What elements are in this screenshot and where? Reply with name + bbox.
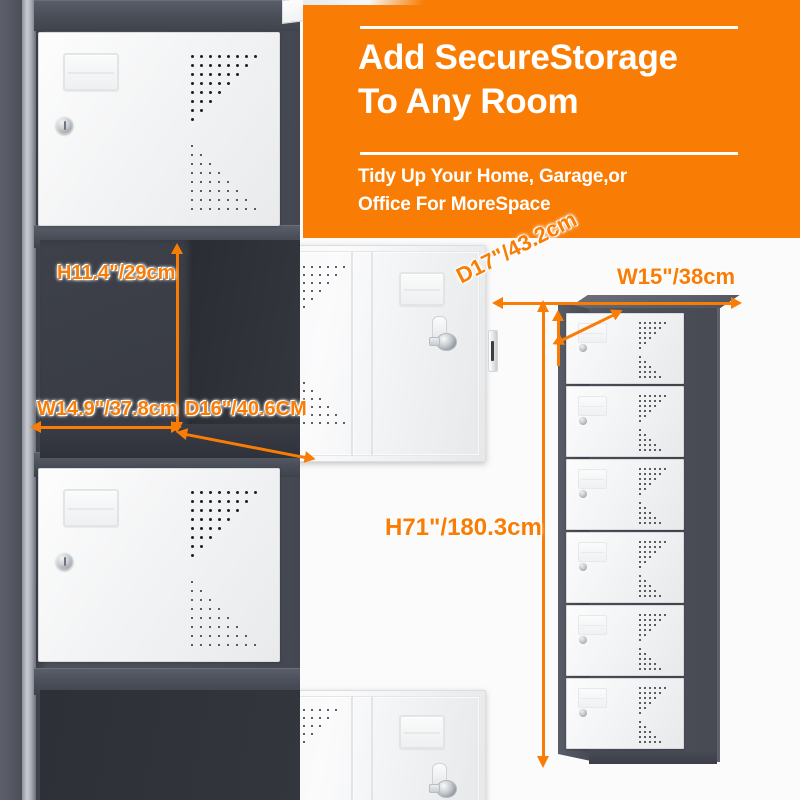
locker-front-edge-highlight (22, 0, 36, 800)
locker-left-post (0, 0, 22, 800)
lower-compartment-cavity (40, 690, 300, 800)
cam-lock-pin (429, 337, 440, 346)
door-crease (351, 252, 353, 455)
arrow-unit-width (492, 296, 742, 310)
door-crease (351, 697, 353, 800)
cam-lock-pin (429, 784, 440, 793)
tall-locker-base (589, 750, 717, 764)
tall-locker-compartment-door[interactable] (566, 678, 684, 749)
tall-locker-compartment-door[interactable] (566, 459, 684, 530)
label-holder (578, 542, 607, 562)
compartment-back-panel (40, 240, 192, 458)
tall-locker-compartment-door[interactable] (566, 532, 684, 603)
key-lock-icon[interactable] (56, 553, 73, 570)
label-holder (399, 715, 445, 749)
arrow-unit-height (536, 300, 550, 768)
page-subtitle: Tidy Up Your Home, Garage,or Office For … (358, 163, 778, 219)
key-lock-icon[interactable] (579, 417, 587, 425)
subhead-line-1: Tidy Up Your Home, Garage,or (358, 166, 627, 187)
label-compartment-width: W14.9"/37.8cm (37, 398, 178, 420)
compartment-floor (40, 424, 300, 458)
page-title: Add SecureStorage To Any Room (358, 36, 778, 124)
label-holder (578, 688, 607, 708)
door-crease (371, 697, 373, 800)
banner-rule-middle (360, 152, 738, 155)
cam-lock-icon[interactable] (427, 763, 457, 798)
label-holder (399, 272, 445, 306)
cam-lock-icon[interactable] (427, 316, 457, 351)
label-holder (63, 489, 119, 527)
key-lock-icon[interactable] (579, 563, 587, 571)
label-compartment-depth: D16"/40.6CM (185, 398, 307, 420)
arrow-unit-depth-tick (552, 310, 564, 366)
headline-line-2: To Any Room (358, 82, 579, 121)
label-unit-width: W15"/38cm (617, 264, 736, 289)
banner-rule-top (360, 26, 738, 29)
headline-banner: Add SecureStorage To Any Room Tidy Up Yo… (303, 0, 800, 238)
compartment-side-panel (192, 240, 300, 458)
label-compartment-height: H11.4"/29cm (57, 262, 176, 284)
label-holder (578, 469, 607, 489)
headline-line-1: Add SecureStorage (358, 38, 678, 77)
label-holder (578, 396, 607, 416)
label-holder (63, 53, 119, 91)
locker-door-closed[interactable] (38, 468, 280, 662)
left-locker-cutaway (0, 0, 379, 800)
arrow-compartment-width (30, 420, 182, 434)
tall-locker-compartment-door[interactable] (566, 605, 684, 676)
key-lock-icon[interactable] (579, 709, 587, 717)
locker-frame-bar (34, 0, 300, 31)
key-lock-icon[interactable] (56, 117, 73, 134)
tall-locker-compartment-door[interactable] (566, 313, 684, 384)
banner-top-edge-sliver (303, 0, 423, 5)
door-crease (371, 252, 373, 455)
door-strike-plate (488, 330, 498, 372)
tall-locker-unit (558, 295, 744, 775)
label-unit-height: H71"/180.3cm (385, 514, 542, 541)
subhead-line-2: Office For MoreSpace (358, 194, 551, 215)
key-lock-icon[interactable] (579, 636, 587, 644)
key-lock-icon[interactable] (579, 344, 587, 352)
tall-locker-compartment-door[interactable] (566, 386, 684, 457)
label-holder (578, 615, 607, 635)
key-lock-icon[interactable] (579, 490, 587, 498)
locker-door-closed[interactable] (38, 32, 280, 226)
